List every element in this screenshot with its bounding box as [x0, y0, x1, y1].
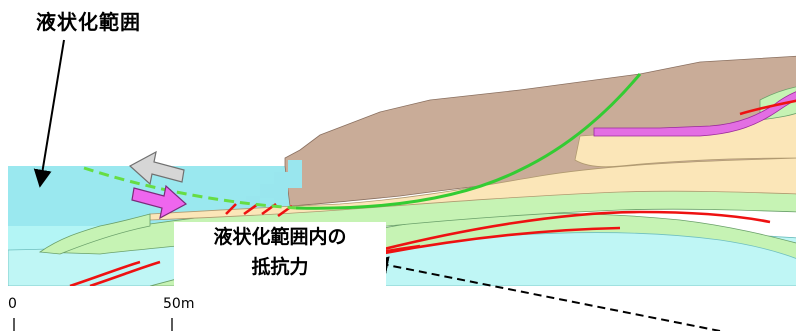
slip-circle-solid: [295, 73, 642, 210]
liquefied-blocks: [232, 160, 302, 210]
scale-bar: [13, 318, 173, 331]
callout-pointer-arrow-icon: [370, 256, 721, 331]
pink-right-arrow-icon: [131, 184, 188, 220]
slip-circle-dashed: [83, 166, 297, 210]
resistance-label-line2: 抵抗力: [251, 256, 309, 278]
resistance-callout: 液状化範囲内の 抵抗力: [174, 222, 386, 288]
label-pointer-line: [33, 39, 65, 188]
resistance-label-line1: 液状化範囲内の: [213, 226, 347, 248]
scale-label-fifty: 50m: [163, 296, 195, 312]
left-clay-toe: [38, 213, 151, 255]
gray-left-arrow-icon: [128, 150, 185, 186]
magenta-layer: [593, 91, 796, 137]
liquefaction-range-label: 液状化範囲: [36, 10, 141, 34]
scale-label-zero: 0: [8, 296, 17, 312]
